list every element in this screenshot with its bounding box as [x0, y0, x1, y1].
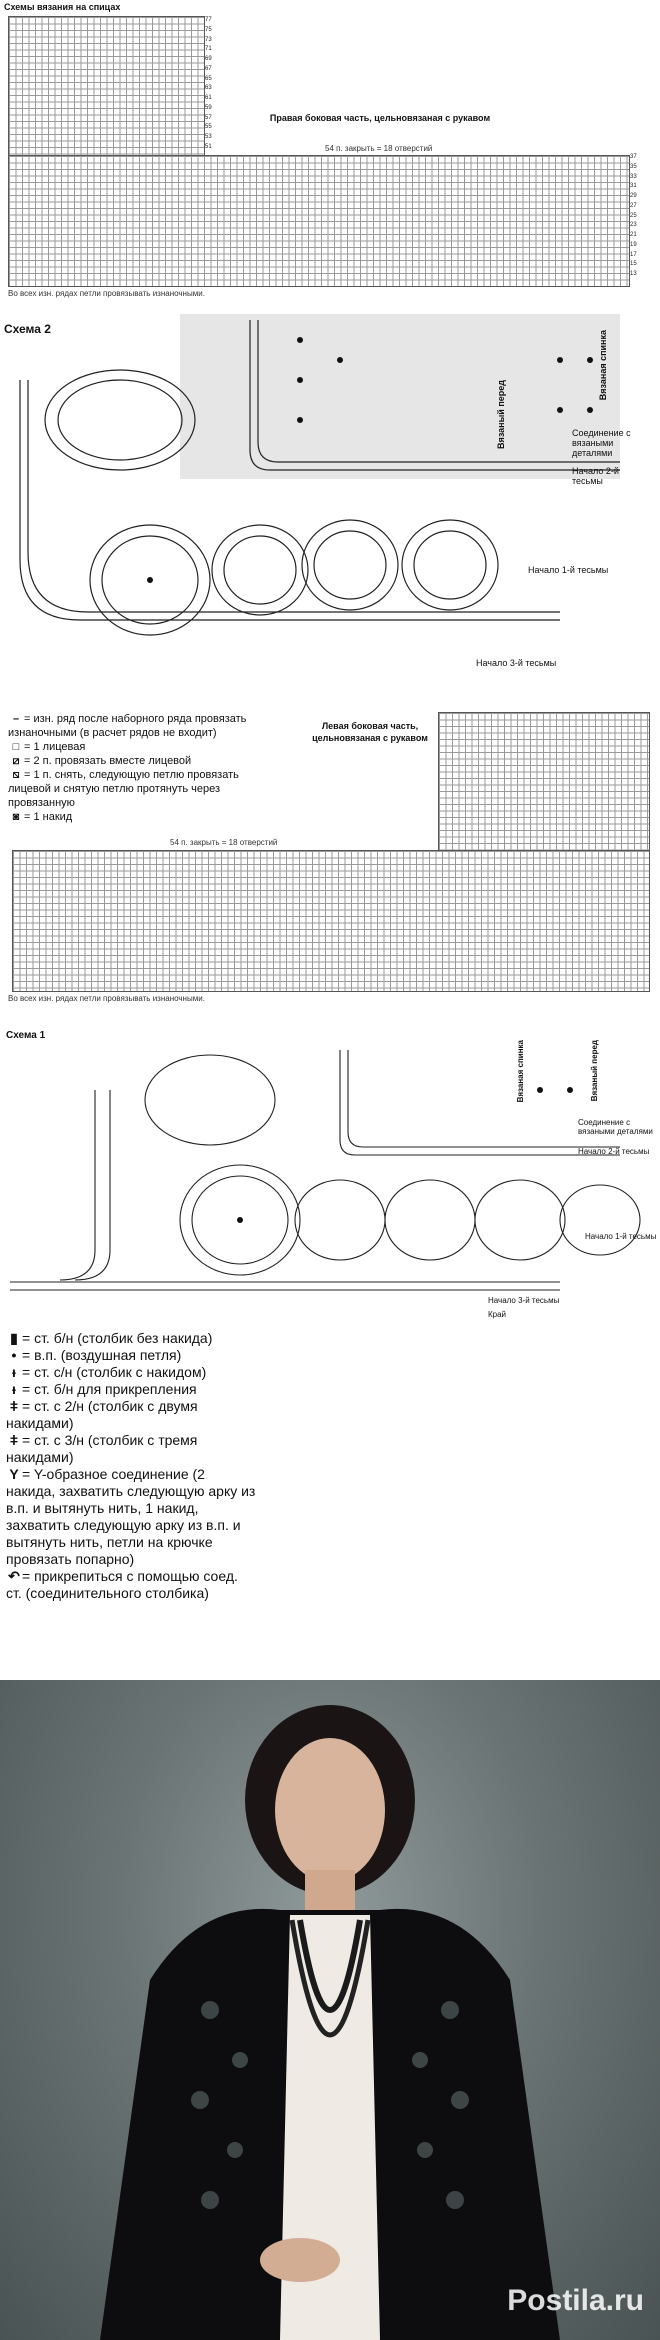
schema1-diagram	[10, 1050, 641, 1291]
crochet-legend-item: ᵻ= ст. с/н (столбик с накидом)	[12, 1364, 207, 1380]
left-side-chart-label: Левая боковая часть, цельновязаная с рук…	[312, 721, 428, 743]
crochet-legend-item: ǂ= ст. с 2/н (столбик с двумя накидами)	[6, 1398, 198, 1431]
left-side-chart-upper	[438, 712, 650, 859]
join-label-1: Соединение с вязаными деталями	[578, 1118, 653, 1136]
start2-label-1: Начало 2-й тесьмы	[578, 1147, 650, 1156]
knit-legend-item: ◙= 1 накид	[12, 811, 73, 823]
right-side-chart-label: Правая боковая часть, цельновязаная с ру…	[269, 113, 491, 123]
start1-label-2: Начало 1-й тесьмы	[528, 565, 609, 575]
start1-label-1: Начало 1-й тесьмы	[585, 1232, 657, 1241]
crochet-legend-item: Y= Y-образное соединение (2 накида, захв…	[6, 1466, 256, 1567]
close-note-top: 54 п. закрыть = 18 отверстий	[325, 144, 433, 153]
edge-label: Край	[488, 1310, 507, 1319]
schema2-diagram	[19, 320, 620, 636]
knit-front-label-1: Вязаный перед	[590, 1040, 599, 1102]
start2-label-2: Начало 2-й тесьмы	[572, 466, 619, 486]
knit-legend-item: –= изн. ряд после наборного ряда провяза…	[8, 713, 247, 739]
crochet-legend: ▮= ст. б/н (столбик без накида) •= в.п. …	[6, 1330, 256, 1602]
knit-front-label: Вязаный перед	[496, 380, 506, 449]
knit-legend-item: ⧅= 1 п. снять, следующую петлю провязать…	[8, 769, 239, 809]
crochet-legend-item: ↶= прикрепиться с помощью соед. ст. (сое…	[6, 1568, 238, 1601]
crochet-legend-item: •= в.п. (воздушная петля)	[11, 1347, 182, 1363]
right-side-chart-upper	[8, 16, 205, 168]
close-note-left: 54 п. закрыть = 18 отверстий	[170, 838, 278, 847]
model-photo: Postila.ru	[0, 1680, 660, 2340]
knit-back-label-1: Вязаная спинка	[516, 1040, 525, 1103]
left-side-chart-lower	[12, 850, 650, 992]
crochet-legend-item: ᵻ= ст. б/н для прикрепления	[12, 1381, 197, 1397]
right-side-chart-lower	[8, 155, 630, 287]
knit-legend-item: ⧄= 2 п. провязать вместе лицевой	[12, 755, 192, 767]
schema2-panel	[180, 314, 620, 479]
schema2-title: Схема 2	[4, 322, 51, 336]
knit-back-label: Вязаная спинка	[598, 330, 608, 401]
start3-label-2: Начало 3-й тесьмы	[476, 658, 557, 668]
footer-note-top: Во всех изн. рядах петли провязывать изн…	[8, 289, 205, 298]
knit-legend: –= изн. ряд после наборного ряда провяза…	[8, 712, 278, 824]
join-label-2: Соединение с вязаными деталями	[572, 428, 631, 458]
schema1-title: Схема 1	[6, 1030, 46, 1041]
crochet-legend-item: ǂ= ст. с 3/н (столбик с тремя накидами)	[6, 1432, 198, 1465]
footer-note-left: Во всех изн. рядах петли провязывать изн…	[8, 994, 205, 1003]
page-header: Схемы вязания на спицах	[4, 2, 121, 12]
postila-watermark: Postila.ru	[507, 2284, 644, 2317]
model-illustration	[100, 1705, 560, 2340]
crochet-legend-item: ▮= ст. б/н (столбик без накида)	[10, 1330, 213, 1346]
start3-label-1: Начало 3-й тесьмы	[488, 1296, 560, 1305]
knit-legend-item: □= 1 лицевая	[12, 741, 86, 753]
